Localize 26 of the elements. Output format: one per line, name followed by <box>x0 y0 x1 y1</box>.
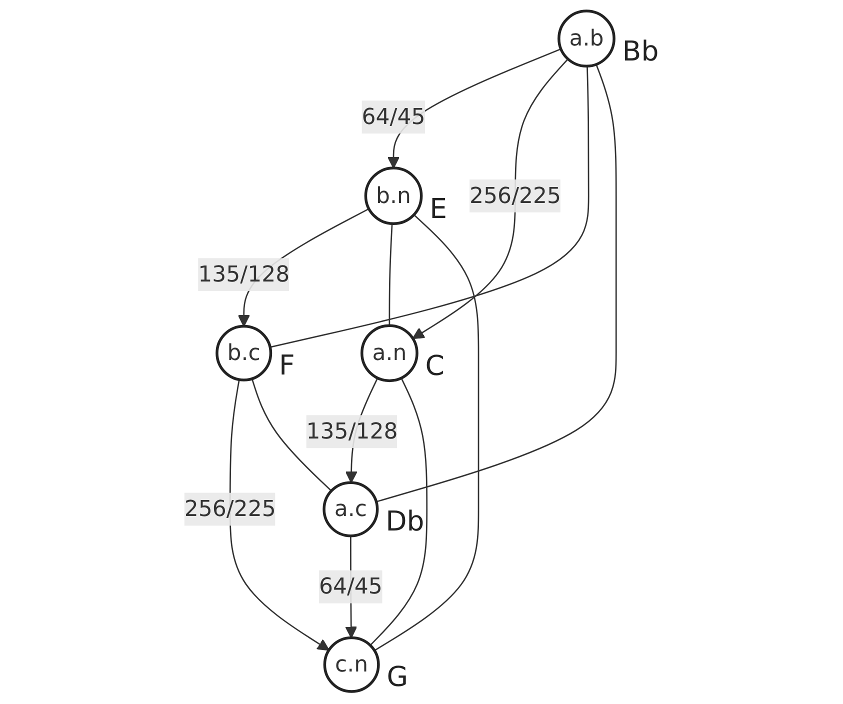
node-circle: b.n <box>364 166 423 226</box>
node-circle: a.c <box>322 481 379 538</box>
arrow <box>412 58 568 340</box>
node-caption: G <box>386 661 408 693</box>
node-circle: c.n <box>323 636 380 693</box>
arrow <box>229 380 330 651</box>
connector <box>388 224 393 326</box>
connector <box>270 66 590 348</box>
node-caption: E <box>430 193 447 226</box>
node-caption: Bb <box>622 36 659 68</box>
node-caption: Db <box>386 505 424 538</box>
connector <box>251 378 332 492</box>
node-circle: a.b <box>558 10 616 68</box>
edge-label: 135/128 <box>306 418 398 444</box>
node-circle: b.c <box>216 324 272 382</box>
node-circle: a.n <box>360 324 418 382</box>
edge-label: 135/128 <box>198 260 290 288</box>
edge-label: 64/45 <box>362 103 426 130</box>
edge-label: 256/225 <box>470 182 562 208</box>
connector <box>376 64 617 502</box>
connector <box>374 214 480 652</box>
node-caption: C <box>425 350 444 382</box>
edge-label: 256/225 <box>184 495 276 522</box>
edge-label: 64/45 <box>318 573 382 600</box>
node-caption: F <box>279 350 295 382</box>
connector <box>370 378 428 646</box>
